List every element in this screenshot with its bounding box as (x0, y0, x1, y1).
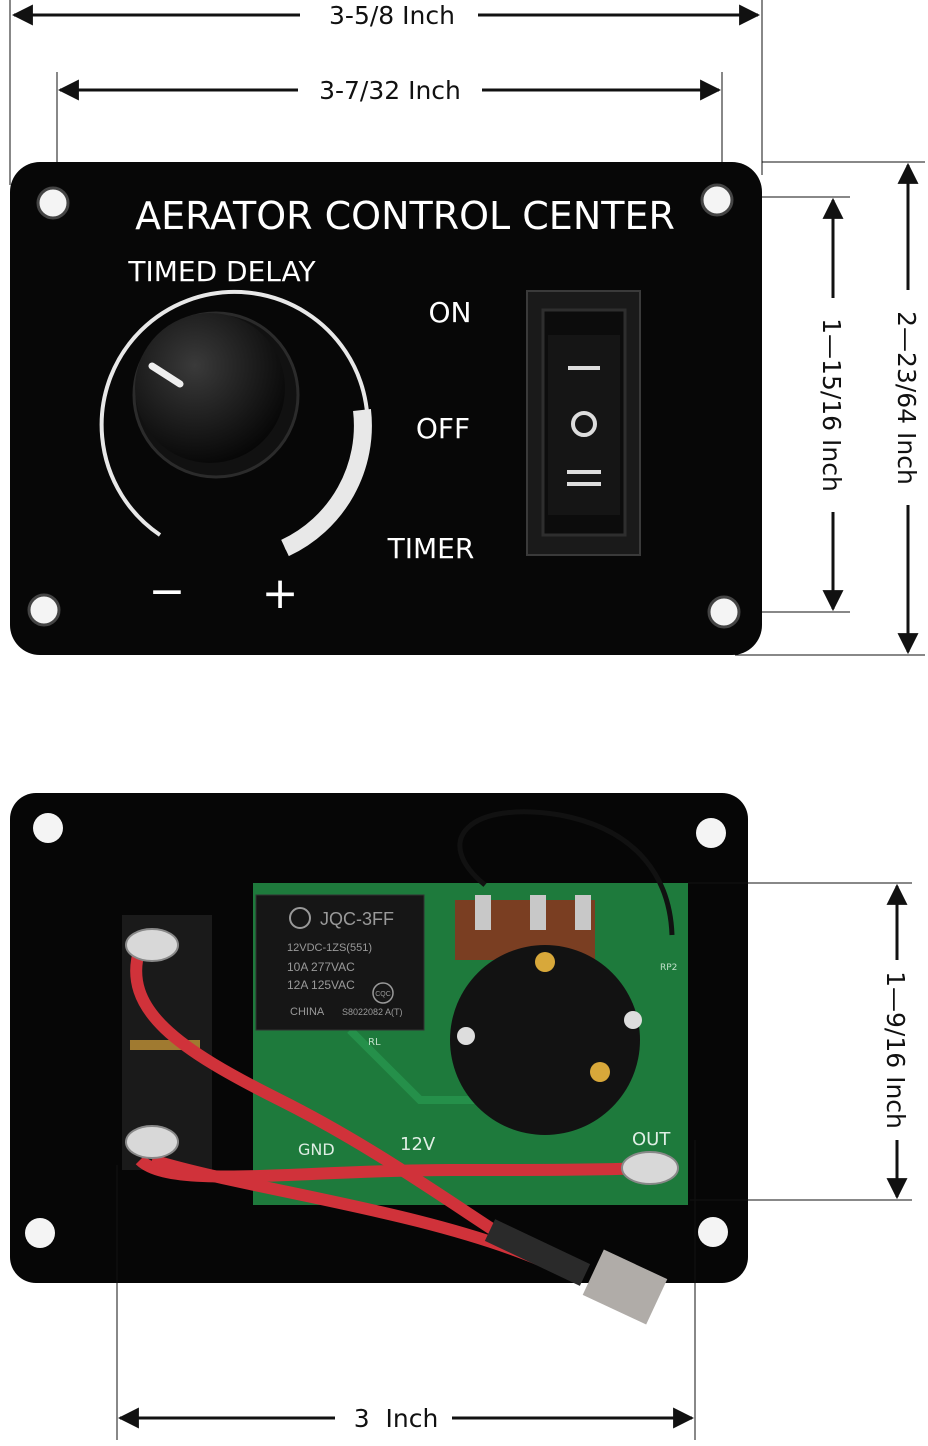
pcb-width-label: 3 Inch (354, 1404, 439, 1433)
overall-width-label: 3-5/8 Inch (329, 1, 455, 30)
pcb-label-gnd: GND (298, 1140, 335, 1159)
knob-indicator (148, 362, 184, 388)
switch-off-label: OFF (416, 412, 470, 445)
relay-rating-3: 12A 125VAC (287, 978, 355, 992)
dimension-pcb-width (116, 1140, 696, 1440)
switch-timer-label: TIMER (387, 532, 475, 565)
rocker-switch[interactable] (526, 290, 641, 556)
relay-rating-2: 10A 277VAC (287, 960, 355, 974)
pcb-height-label: 1—9/16 Inch (881, 971, 910, 1129)
pcb-label-12v: 12V (400, 1134, 436, 1155)
hole-spacing-height-label: 1—15/16 Inch (817, 318, 846, 492)
relay-origin: CHINA (290, 1006, 325, 1018)
minus-label: − (149, 566, 186, 617)
back-panel: JQC-3FF 12VDC-1ZS(551) 10A 277VAC 12A 12… (10, 793, 748, 1325)
dimension-pcb-height (688, 882, 912, 1201)
front-panel: AERATOR CONTROL CENTER TIMED DELAY − + O… (10, 162, 762, 655)
timed-delay-label: TIMED DELAY (127, 255, 316, 288)
dimension-overall-width (9, 0, 763, 185)
timed-delay-knob[interactable] (132, 311, 300, 479)
plus-label: + (262, 568, 299, 619)
pcb-label-rl: RL (368, 1037, 381, 1048)
hole-spacing-width-label: 3-7/32 Inch (319, 76, 461, 105)
relay-code: S8022082 A(T) (342, 1007, 403, 1017)
potentiometer (450, 895, 642, 1135)
relay: JQC-3FF 12VDC-1ZS(551) 10A 277VAC 12A 12… (255, 894, 425, 1031)
overall-height-label: 2—23/64 Inch (892, 311, 921, 485)
relay-cert: CQC (375, 991, 391, 998)
dimension-overall-height (735, 161, 925, 656)
pcb-label-out: OUT (632, 1129, 671, 1150)
switch-on-label: ON (429, 296, 472, 329)
relay-rating-1: 12VDC-1ZS(551) (287, 942, 372, 954)
dimension-hole-spacing-width (56, 72, 723, 200)
relay-model: JQC-3FF (320, 909, 394, 929)
mounting-hole (27, 183, 741, 629)
pcb-label-rp2: RP2 (660, 963, 677, 973)
panel-title: AERATOR CONTROL CENTER (135, 194, 675, 238)
